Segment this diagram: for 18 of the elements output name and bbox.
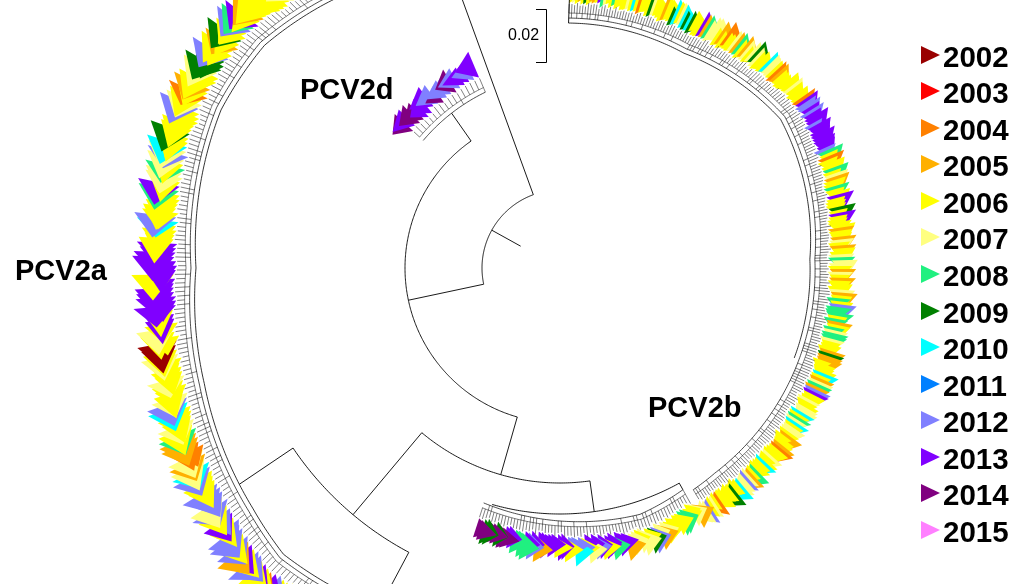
- legend-label: 2008: [943, 261, 1009, 291]
- legend-label: 2011: [943, 370, 1007, 401]
- legend-label: 2014: [943, 480, 1009, 510]
- legend-label: 2002: [943, 41, 1009, 72]
- legend-label: 2012: [943, 407, 1009, 437]
- clade-label: PCV2d: [300, 75, 394, 105]
- scale-value-label: 0.02: [508, 27, 540, 44]
- legend-label: 2005: [943, 151, 1009, 181]
- clade-label: PCV2a: [15, 256, 107, 286]
- legend-label: 2003: [943, 78, 1009, 108]
- legend-label: 2006: [943, 187, 1009, 218]
- legend-label: 2007: [943, 224, 1009, 254]
- legend-label: 2013: [943, 443, 1009, 474]
- clade-label: PCV2b: [648, 393, 742, 423]
- legend-label: 2010: [943, 334, 1009, 364]
- legend-label: 2009: [943, 297, 1009, 328]
- legend-label: 2015: [943, 516, 1009, 547]
- legend-label: 2004: [943, 114, 1009, 145]
